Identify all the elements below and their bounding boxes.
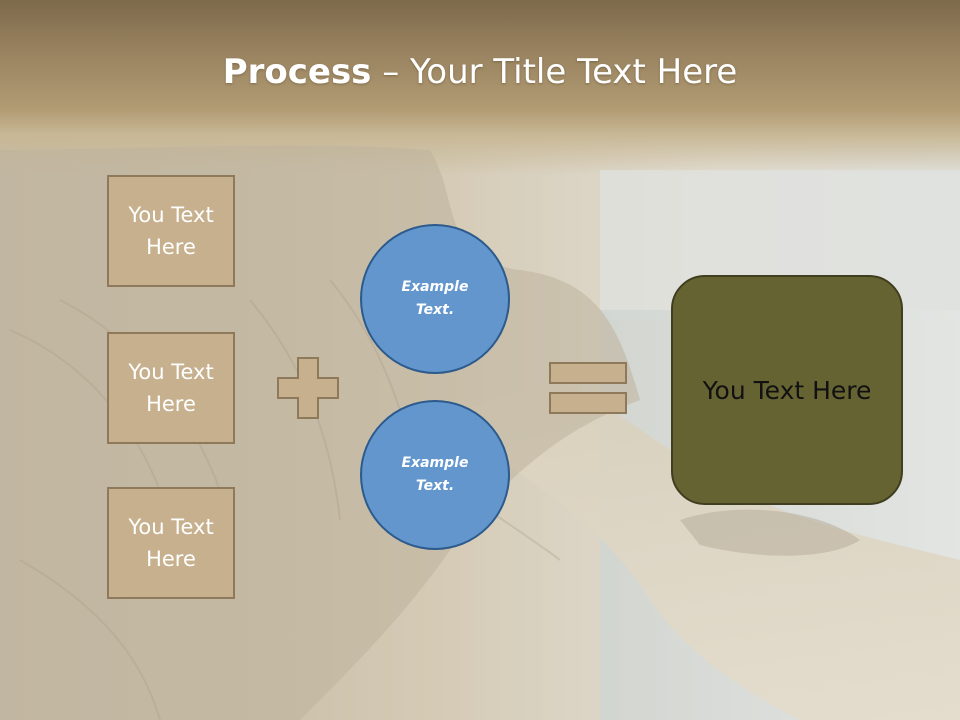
circle-label: Example Text. xyxy=(401,455,469,494)
text-box-3[interactable]: You Text Here xyxy=(107,487,235,599)
text-box-2[interactable]: You Text Here xyxy=(107,332,235,444)
text-box-label: You Text Here xyxy=(128,203,214,259)
text-box-1[interactable]: You Text Here xyxy=(107,175,235,287)
result-box[interactable]: You Text Here xyxy=(671,275,903,505)
plus-icon xyxy=(277,357,339,419)
text-box-label: You Text Here xyxy=(128,515,214,571)
example-circle-2[interactable]: Example Text. xyxy=(360,400,510,550)
slide-title[interactable]: Process – Your Title Text Here xyxy=(0,52,960,92)
result-label: You Text Here xyxy=(702,375,872,405)
title-bold: Process xyxy=(222,52,372,92)
example-circle-1[interactable]: Example Text. xyxy=(360,224,510,374)
title-rest: – Your Title Text Here xyxy=(371,52,738,92)
circle-label: Example Text. xyxy=(401,279,469,318)
equals-icon xyxy=(549,362,627,414)
text-box-label: You Text Here xyxy=(128,360,214,416)
